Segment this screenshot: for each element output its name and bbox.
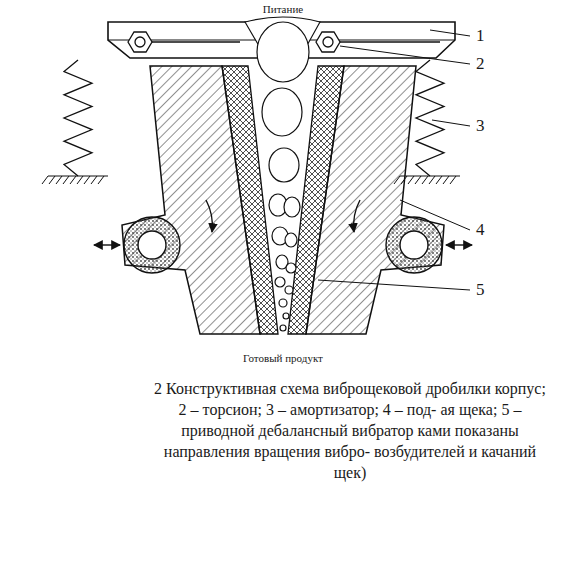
- figure-caption: 2 Конструктивная схема виброщековой дроб…: [150, 378, 550, 483]
- leader-line: [318, 30, 470, 290]
- callout-number: 4: [474, 220, 487, 240]
- unbalance-vibrator: [124, 217, 442, 273]
- callout-number: 3: [474, 116, 487, 136]
- callout-number: 2: [474, 54, 487, 74]
- motion-arrow: [94, 200, 472, 245]
- product-label: Готовый продукт: [241, 352, 325, 364]
- callout-number: 1: [474, 26, 487, 46]
- callout-number: 5: [474, 280, 487, 300]
- material: [257, 22, 309, 331]
- feed-label: Питание: [261, 3, 305, 15]
